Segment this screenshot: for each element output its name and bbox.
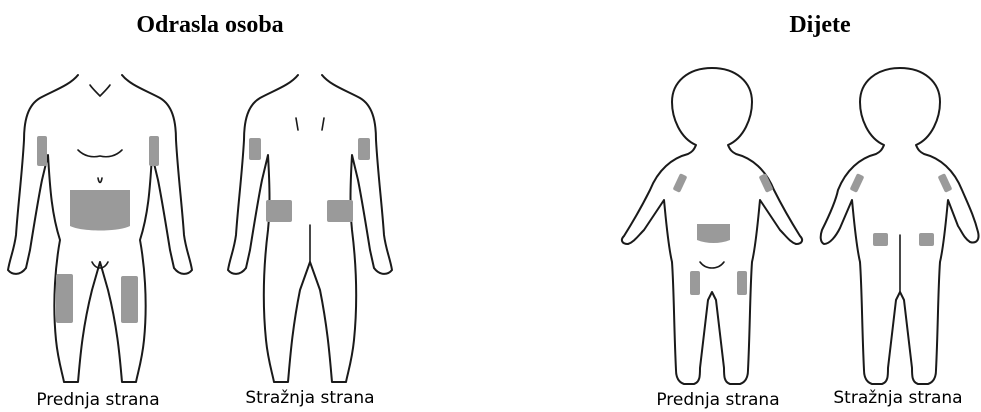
injection-site-child-right-thigh	[737, 271, 747, 295]
child-front-caption: Prednja strana	[638, 390, 798, 410]
child-back-figure	[821, 68, 979, 384]
injection-site-abdomen	[70, 190, 130, 231]
adult-back-figure	[228, 75, 392, 382]
injection-site-right-back-arm	[358, 138, 370, 160]
adult-back-caption: Stražnja strana	[230, 388, 390, 408]
injection-site-left-upper-arm	[37, 136, 47, 166]
injection-site-right-thigh	[121, 276, 138, 323]
adult-front-caption: Prednja strana	[18, 390, 178, 410]
injection-site-left-back-arm	[249, 138, 261, 160]
injection-site-right-upper-arm	[149, 136, 159, 166]
injection-site-right-buttock	[327, 200, 353, 222]
child-back-caption: Stražnja strana	[818, 388, 978, 408]
injection-site-child-left-thigh	[690, 271, 700, 295]
injection-site-child-abdomen	[697, 224, 730, 243]
injection-site-left-buttock	[266, 200, 292, 222]
injection-site-left-thigh	[56, 274, 73, 323]
injection-site-child-right-buttock	[919, 233, 934, 246]
injection-site-child-left-buttock	[873, 233, 888, 246]
